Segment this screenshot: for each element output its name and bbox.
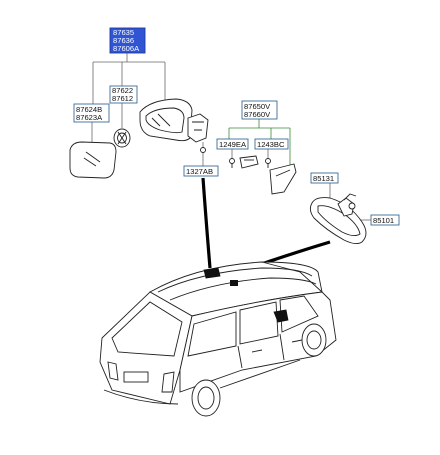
callout-85131-group[interactable]: 85131 bbox=[310, 172, 339, 184]
callout-1249ea: 1249EA bbox=[219, 140, 247, 149]
callout-87660v: 87660V bbox=[244, 110, 271, 119]
screw-part bbox=[200, 147, 206, 153]
pointer-to-mirror bbox=[201, 177, 212, 269]
mirror-glass-part bbox=[69, 141, 117, 179]
callout-85101-group[interactable]: 85101 bbox=[370, 214, 400, 226]
callout-85131: 85131 bbox=[313, 174, 334, 183]
callout-1243bc: 1243BC bbox=[257, 140, 285, 149]
callout-87636: 87636 bbox=[113, 36, 134, 45]
callout-87622: 87622 bbox=[112, 86, 133, 95]
callout-1243bc-group[interactable]: 1243BC bbox=[254, 138, 289, 150]
callout-85101: 85101 bbox=[373, 216, 394, 225]
callout-87624b: 87624B bbox=[76, 105, 102, 114]
vehicle-illustration bbox=[99, 261, 337, 417]
callout-87650v-group[interactable]: 87650V 87660V bbox=[241, 100, 278, 120]
callout-87650v: 87650V bbox=[244, 102, 271, 111]
callout-87635: 87635 bbox=[113, 28, 134, 37]
inside-rearview-mirror-part bbox=[309, 193, 367, 245]
garnish-part bbox=[269, 163, 297, 195]
callout-87635-group[interactable]: 87635 87636 87606A bbox=[109, 27, 146, 54]
callout-87612: 87612 bbox=[112, 94, 133, 103]
callout-1327ab-group[interactable]: 1327AB bbox=[183, 165, 219, 177]
callout-87606a: 87606A bbox=[113, 44, 140, 53]
bracket-part bbox=[239, 155, 259, 169]
callout-87624b-group[interactable]: 87624B 87623A bbox=[73, 103, 110, 123]
callout-1249ea-group[interactable]: 1249EA bbox=[216, 138, 249, 150]
outside-mirror-assembly-part bbox=[139, 98, 209, 143]
screw-1249ea-part bbox=[229, 158, 235, 168]
callout-1327ab: 1327AB bbox=[186, 167, 213, 176]
screw-1243bc-part bbox=[265, 158, 271, 168]
mirror-actuator-part bbox=[113, 128, 131, 148]
callout-87622-group[interactable]: 87622 87612 bbox=[109, 85, 138, 104]
callout-87623a: 87623A bbox=[76, 113, 103, 122]
